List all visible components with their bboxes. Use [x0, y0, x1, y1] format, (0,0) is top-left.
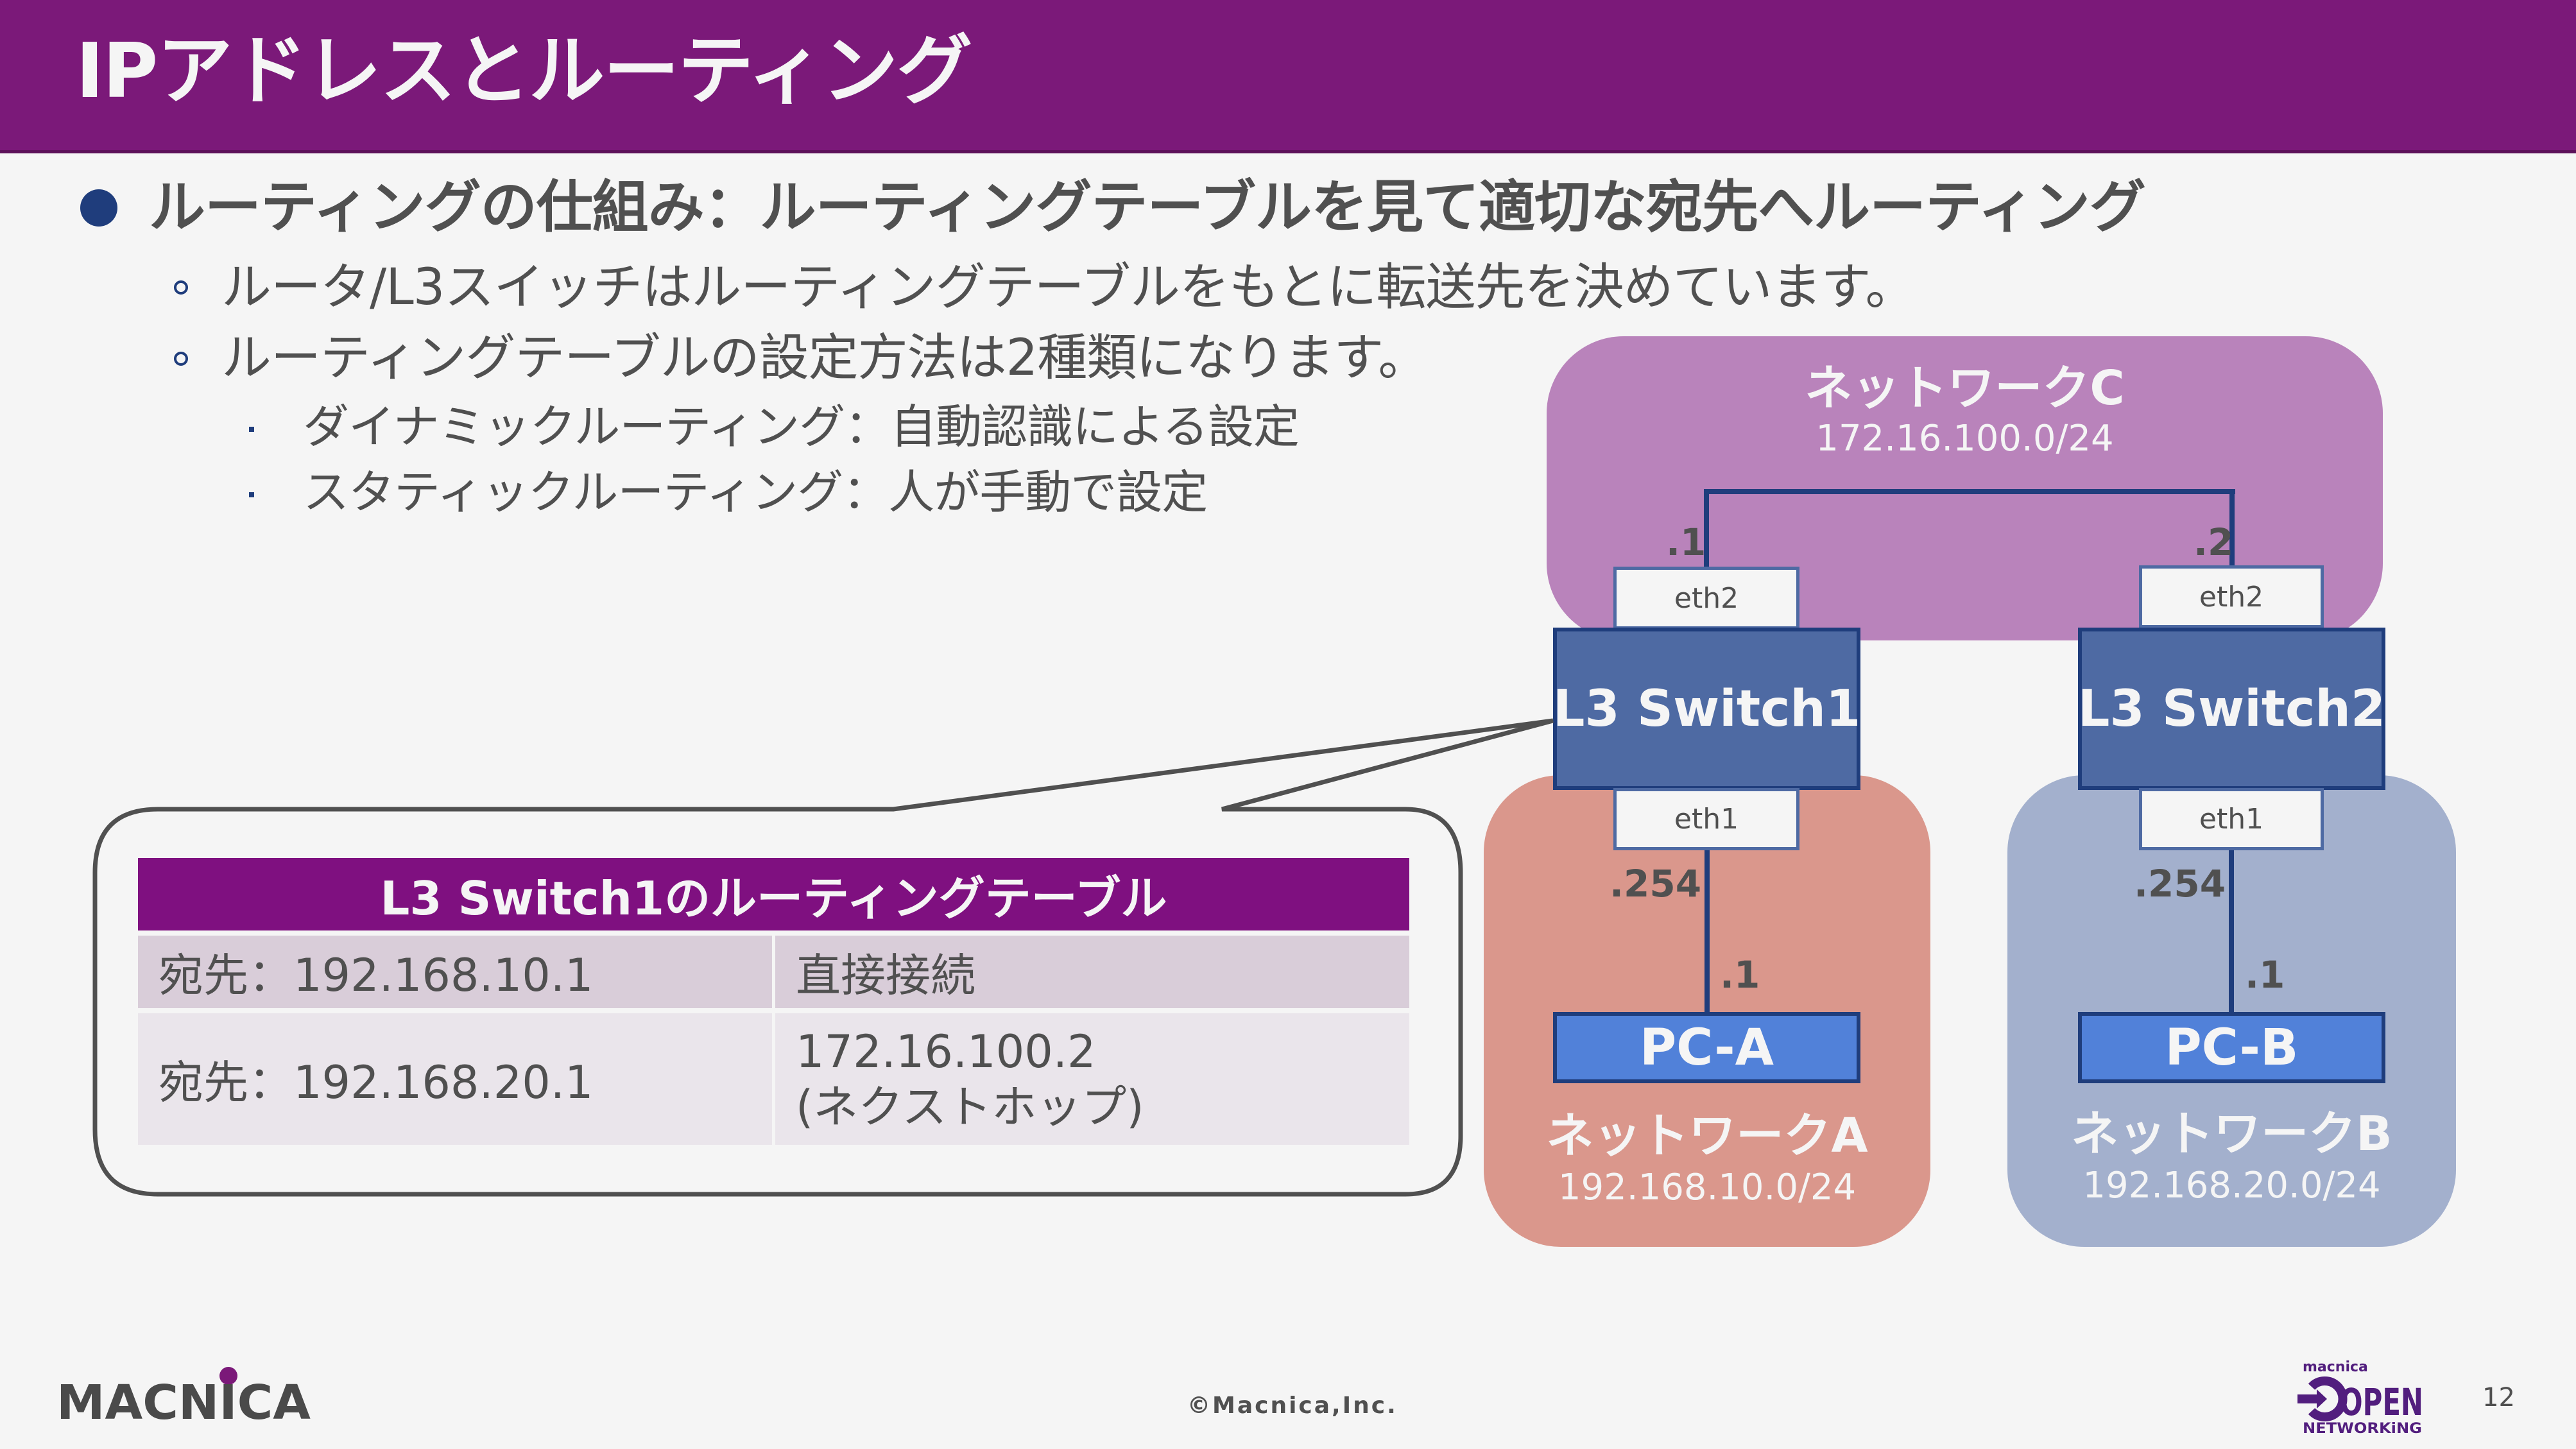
- switch2-eth1-ip: .254: [2134, 862, 2226, 905]
- bullet-dash-icon: [249, 427, 254, 432]
- bullet-hollow-icon: [174, 352, 188, 366]
- open-networking-logo: macnica OPEN NETWORKiNG: [2297, 1359, 2423, 1436]
- destination-cell: 宛先：192.168.10.1: [138, 936, 772, 1008]
- wire-switch1-up: [1704, 489, 1709, 567]
- wire-switch2-up: [2229, 489, 2235, 567]
- sub-bullet-text-2: ルーティングテーブルの設定方法は2種類になります。: [221, 329, 1428, 387]
- network-b-subnet: 192.168.20.0/24: [2082, 1165, 2381, 1206]
- bullet-hollow-icon: [174, 280, 188, 295]
- logo-open-text: OPEN: [2340, 1380, 2423, 1424]
- next-hop-cell: 直接接続: [775, 936, 1409, 1008]
- switch2-eth2-port: eth2: [2139, 565, 2324, 628]
- pc-b-ip: .1: [2245, 953, 2285, 997]
- network-b-name: ネットワークB: [2071, 1106, 2392, 1162]
- switch2-eth1-port: eth1: [2139, 788, 2324, 850]
- table-row: 宛先：192.168.10.1 直接接続: [138, 936, 1409, 1008]
- subsub-bullet-text-1: ダイナミックルーティング：自動認識による設定: [303, 400, 1300, 454]
- pc-a: PC-A: [1553, 1012, 1860, 1083]
- table-row: 宛先：192.168.20.1 172.16.100.2 (ネクストホップ): [138, 1013, 1409, 1145]
- page-number: 12: [2482, 1383, 2515, 1412]
- l3-switch1: L3 Switch1: [1553, 628, 1860, 790]
- network-c-subnet: 172.16.100.0/24: [1816, 418, 2114, 459]
- network-a-subnet: 192.168.10.0/24: [1558, 1167, 1857, 1208]
- bullet-filled-icon: [80, 189, 117, 227]
- pc-b: PC-B: [2078, 1012, 2385, 1083]
- logo-text: MACNICA: [56, 1375, 311, 1422]
- macnica-logo: MACNICA: [56, 1367, 311, 1422]
- title-bar: [0, 0, 2576, 153]
- slide-title: IPアドレスとルーティング: [76, 26, 972, 115]
- switch2-eth2-ip: .2: [2194, 520, 2234, 564]
- next-hop-line: 直接接続: [796, 949, 975, 1002]
- bullet-dash-icon: [249, 492, 254, 497]
- copyright: ©Macnica,Inc.: [1187, 1393, 1398, 1419]
- main-bullet-text: ルーティングの仕組み：ルーティングテーブルを見て適切な宛先へルーティング: [149, 174, 2146, 240]
- wire-switch1-pc-a: [1704, 850, 1710, 1014]
- network-c-name: ネットワークC: [1805, 361, 2125, 416]
- l3-switch2: L3 Switch2: [2078, 628, 2385, 790]
- next-hop-cell: 172.16.100.2 (ネクストホップ): [775, 1013, 1409, 1145]
- logo-dot-icon: [219, 1367, 237, 1385]
- subsub-bullet-text-2: スタティックルーティング：人が手動で設定: [303, 465, 1208, 519]
- logo-small-text: macnica: [2303, 1359, 2368, 1375]
- arrow-in-icon: [2297, 1376, 2348, 1421]
- destination-cell: 宛先：192.168.20.1: [138, 1013, 772, 1145]
- switch1-eth2-ip: .1: [1666, 520, 1706, 564]
- sub-bullet-text-1: ルータ/L3スイッチはルーティングテーブルをもとに転送先を決めています。: [221, 259, 1916, 316]
- switch1-eth1-ip: .254: [1610, 862, 1702, 905]
- routing-table-title: L3 Switch1のルーティングテーブル: [138, 858, 1409, 930]
- next-hop-line: (ネクストホップ): [796, 1080, 1144, 1133]
- routing-table: L3 Switch1のルーティングテーブル 宛先：192.168.10.1 直接…: [138, 858, 1409, 1145]
- network-a-name: ネットワークA: [1546, 1108, 1868, 1163]
- switch1-eth1-port: eth1: [1613, 788, 1799, 850]
- logo-networking-text: NETWORKiNG: [2303, 1421, 2422, 1436]
- next-hop-line: 172.16.100.2: [796, 1025, 1096, 1078]
- pc-a-ip: .1: [1720, 953, 1760, 997]
- wire-network-c: [1704, 489, 2235, 494]
- wire-switch2-pc-b: [2229, 850, 2234, 1014]
